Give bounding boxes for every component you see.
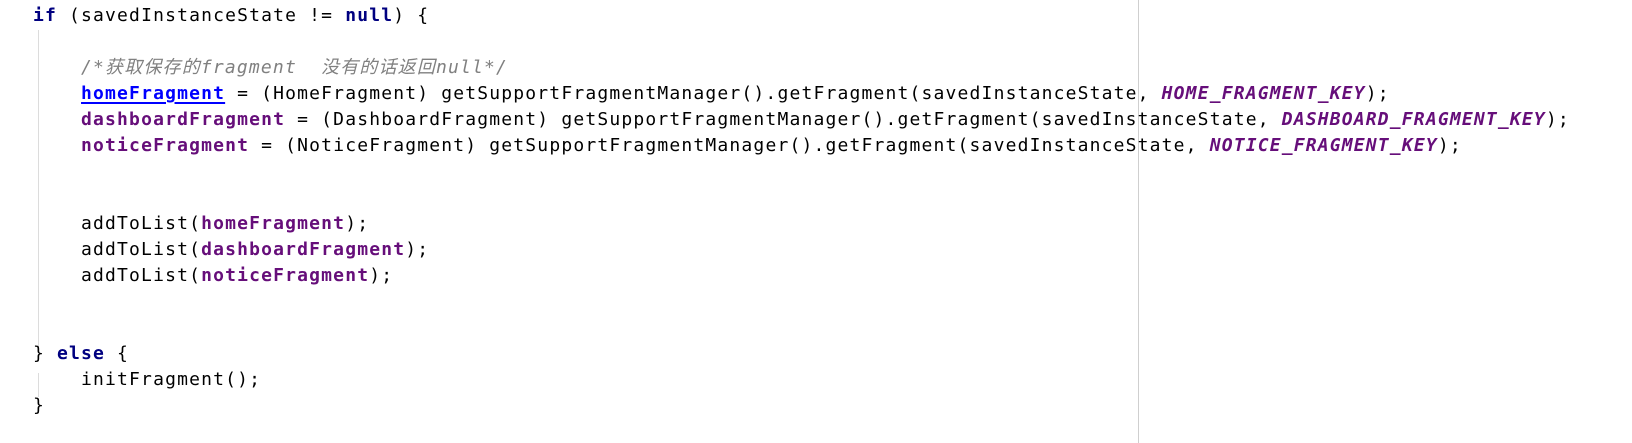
token-plain: ); — [405, 239, 430, 260]
token-keyword: if — [33, 5, 58, 26]
code-line[interactable]: } else { — [33, 341, 1632, 367]
token-plain: addToList( — [33, 239, 202, 260]
token-plain: addToList( — [33, 265, 202, 286]
code-line[interactable] — [33, 159, 1632, 185]
token-plain — [33, 83, 81, 104]
field-reference: dashboardFragment — [81, 109, 286, 130]
code-line[interactable] — [33, 315, 1632, 341]
linked-field-reference[interactable]: homeFragment — [81, 83, 226, 104]
token-plain — [33, 57, 81, 78]
code-line[interactable]: noticeFragment = (NoticeFragment) getSup… — [33, 133, 1632, 159]
token-plain: } — [33, 395, 46, 416]
comment-text: /*获取保存的fragment 没有的话返回null*/ — [81, 57, 509, 78]
constant-reference: NOTICE_FRAGMENT_KEY — [1209, 135, 1438, 156]
token-plain: = (DashboardFragment) getSupportFragment… — [285, 109, 1282, 130]
code-line[interactable] — [33, 29, 1632, 55]
indent-guide — [38, 30, 39, 347]
token-plain: = (NoticeFragment) getSupportFragmentMan… — [249, 135, 1210, 156]
indent-guide — [38, 373, 39, 397]
code-line[interactable] — [33, 289, 1632, 315]
token-plain: ); — [1365, 83, 1390, 104]
token-plain: (savedInstanceState != — [57, 5, 346, 26]
field-reference: homeFragment — [201, 213, 346, 234]
constant-reference: DASHBOARD_FRAGMENT_KEY — [1281, 109, 1546, 130]
token-plain: ); — [369, 265, 394, 286]
right-margin-guide — [1138, 0, 1139, 443]
token-plain: ); — [1545, 109, 1570, 130]
code-line[interactable]: dashboardFragment = (DashboardFragment) … — [33, 107, 1632, 133]
token-plain: addToList( — [33, 213, 202, 234]
code-line[interactable]: if (savedInstanceState != null) { — [33, 3, 1632, 29]
code-line[interactable]: addToList(noticeFragment); — [33, 263, 1632, 289]
code-line[interactable]: initFragment(); — [33, 367, 1632, 393]
token-plain — [33, 135, 81, 156]
code-line[interactable]: /*获取保存的fragment 没有的话返回null*/ — [33, 55, 1632, 81]
field-reference: noticeFragment — [81, 135, 250, 156]
code-line[interactable]: } — [33, 393, 1632, 419]
token-plain: = (HomeFragment) getSupportFragmentManag… — [225, 83, 1162, 104]
token-plain: { — [105, 343, 130, 364]
code-area[interactable]: if (savedInstanceState != null) { /*获取保存… — [0, 3, 1632, 419]
constant-reference: HOME_FRAGMENT_KEY — [1161, 83, 1366, 104]
token-keyword: null — [345, 5, 394, 26]
code-line[interactable]: homeFragment = (HomeFragment) getSupport… — [33, 81, 1632, 107]
token-keyword: else — [57, 343, 106, 364]
code-line[interactable]: addToList(dashboardFragment); — [33, 237, 1632, 263]
token-plain: ); — [345, 213, 370, 234]
token-plain: ); — [1437, 135, 1462, 156]
token-plain: ) { — [393, 5, 430, 26]
code-line[interactable] — [33, 185, 1632, 211]
token-plain — [33, 109, 81, 130]
field-reference: noticeFragment — [201, 265, 370, 286]
token-plain: initFragment(); — [33, 369, 262, 390]
token-plain: } — [33, 343, 58, 364]
field-reference: dashboardFragment — [201, 239, 406, 260]
code-line[interactable]: addToList(homeFragment); — [33, 211, 1632, 237]
